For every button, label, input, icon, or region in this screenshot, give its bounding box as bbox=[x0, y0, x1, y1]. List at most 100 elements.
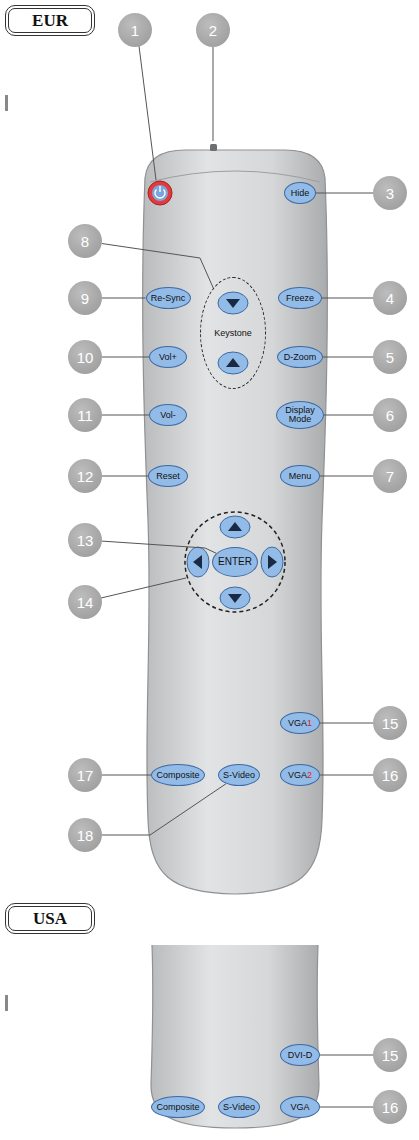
leader-line bbox=[213, 47, 214, 141]
arrow-button bbox=[187, 547, 209, 577]
leader-line bbox=[320, 476, 373, 477]
navigation-ring bbox=[185, 512, 285, 612]
callout-number: 9 bbox=[68, 281, 102, 315]
callout-number: 7 bbox=[373, 459, 407, 493]
remote-button: Menu bbox=[280, 465, 320, 487]
callout-text: 5 bbox=[386, 350, 394, 365]
button-label: S-Video bbox=[223, 771, 255, 780]
button-label: DVI-D bbox=[288, 1051, 313, 1060]
remote-outline-usa bbox=[151, 945, 319, 1128]
callout-number: 12 bbox=[68, 459, 102, 493]
callout-text: 16 bbox=[382, 768, 399, 783]
remote-button: Composite bbox=[151, 764, 205, 786]
power-button bbox=[148, 181, 172, 205]
callout-text: 4 bbox=[386, 291, 394, 306]
callout-text: 16 bbox=[382, 1100, 399, 1115]
remote-button: Vol- bbox=[149, 404, 187, 426]
arrow-symbol bbox=[268, 555, 277, 569]
callout-number: 15 bbox=[373, 1038, 407, 1072]
leader-line bbox=[102, 784, 226, 835]
callout-text: 18 bbox=[77, 828, 94, 843]
keystone-group: Keystone bbox=[200, 277, 266, 389]
remote-button: VGA1 bbox=[280, 712, 320, 734]
leader-line bbox=[102, 541, 216, 553]
arrow-symbol bbox=[226, 358, 240, 367]
arrow-symbol bbox=[228, 594, 242, 603]
leader-line bbox=[102, 476, 148, 477]
callout-number: 16 bbox=[373, 1090, 407, 1124]
leader-line bbox=[102, 298, 146, 299]
side-marker bbox=[5, 95, 8, 111]
button-label: VGA bbox=[288, 771, 307, 780]
remote-button: Reset bbox=[148, 465, 188, 487]
region-tab: EUR bbox=[5, 5, 95, 36]
button-label: Freeze bbox=[286, 294, 314, 303]
leader-line bbox=[320, 723, 373, 724]
button-label: 2 bbox=[307, 771, 312, 780]
callout-number: 2 bbox=[196, 13, 230, 47]
remote-cap-line bbox=[150, 171, 320, 182]
side-marker bbox=[5, 995, 8, 1011]
button-label: Hide bbox=[291, 189, 310, 198]
callout-text: 11 bbox=[77, 408, 93, 423]
ir-emitter bbox=[210, 144, 217, 151]
callout-text: 8 bbox=[81, 234, 89, 249]
leader-line bbox=[322, 298, 373, 299]
arrow-symbol bbox=[226, 299, 240, 308]
remote-button: Re-Sync bbox=[146, 287, 191, 309]
button-label: 1 bbox=[307, 719, 312, 728]
enter-button: ENTER bbox=[212, 547, 258, 577]
callout-text: 6 bbox=[386, 408, 394, 423]
leader-line bbox=[102, 775, 151, 776]
leader-line bbox=[320, 775, 373, 776]
button-label: Vol+ bbox=[159, 353, 177, 362]
button-label: Composite bbox=[156, 771, 199, 780]
callout-text: 15 bbox=[382, 716, 399, 731]
button-label: Re-Sync bbox=[151, 294, 186, 303]
callout-text: 9 bbox=[81, 291, 89, 306]
power-icon bbox=[159, 186, 160, 192]
remote-button: Freeze bbox=[278, 287, 322, 309]
callout-number: 5 bbox=[373, 340, 407, 374]
callout-text: 14 bbox=[77, 595, 94, 610]
callout-number: 8 bbox=[68, 224, 102, 258]
keystone-button bbox=[218, 292, 248, 314]
leader-line bbox=[320, 1055, 373, 1056]
remote-button: DVI-D bbox=[280, 1044, 320, 1066]
remote-button: Hide bbox=[284, 182, 316, 204]
callout-text: 15 bbox=[382, 1048, 399, 1063]
button-label: EUR bbox=[32, 12, 68, 29]
remote-body-usa bbox=[151, 945, 319, 1128]
leader-line bbox=[316, 193, 373, 194]
arrow-button bbox=[261, 547, 283, 577]
leader-line bbox=[324, 415, 373, 416]
callout-number: 10 bbox=[68, 340, 102, 374]
button-label: Keystone bbox=[214, 329, 252, 338]
button-label: VGA bbox=[290, 1103, 309, 1112]
callout-number: 14 bbox=[68, 585, 102, 619]
callout-text: 13 bbox=[77, 533, 94, 548]
callout-text: 3 bbox=[386, 186, 394, 201]
remote-button: Composite bbox=[151, 1096, 205, 1118]
keystone-button bbox=[218, 352, 248, 374]
callout-number: 6 bbox=[373, 398, 407, 432]
remote-button: S-Video bbox=[218, 1096, 260, 1118]
arrow-symbol bbox=[228, 522, 242, 531]
arrow-button bbox=[220, 587, 250, 609]
remote-button: Vol+ bbox=[149, 346, 187, 368]
button-label: S-Video bbox=[223, 1103, 255, 1112]
power-button-center bbox=[152, 185, 168, 201]
remote-button: D-Zoom bbox=[277, 346, 323, 368]
button-label: Display Mode bbox=[277, 406, 323, 424]
leader-line bbox=[320, 1107, 373, 1108]
remote-button: VGA bbox=[280, 1096, 320, 1118]
callout-number: 3 bbox=[373, 176, 407, 210]
callout-number: 18 bbox=[68, 818, 102, 852]
button-label: D-Zoom bbox=[284, 353, 317, 362]
region-tab: USA bbox=[5, 903, 95, 934]
callout-number: 15 bbox=[373, 706, 407, 740]
button-label: Vol- bbox=[160, 411, 176, 420]
